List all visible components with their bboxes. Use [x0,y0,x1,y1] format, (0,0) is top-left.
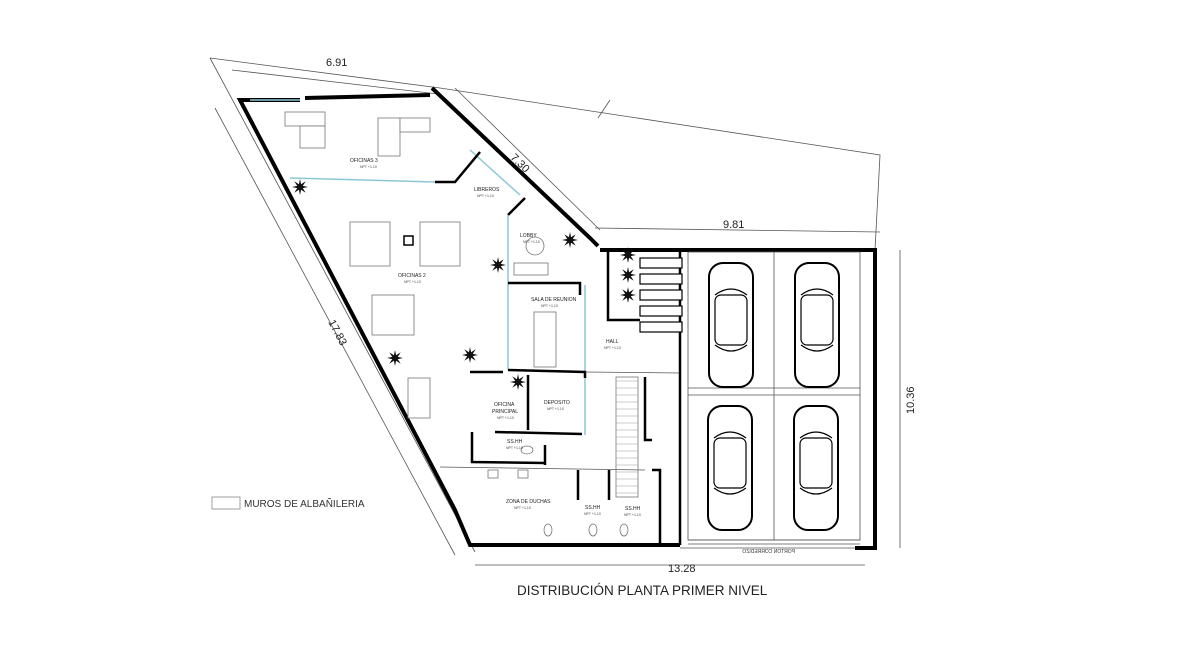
entry-steps [639,257,683,333]
plant-icon [510,374,526,390]
car [707,405,753,531]
label-sshh-1: SS.HH [507,439,523,445]
plant-icon [620,287,636,303]
car [793,405,839,531]
label-sala-reunion: SALA DE REUNION [531,297,577,303]
gate-label: PORTON CORREDIZO [742,549,795,555]
step [639,273,683,285]
stairs [615,376,639,498]
parked-cars [707,262,840,531]
step [639,289,683,301]
plant-icon [562,232,578,248]
npt-label: NPT +1.10 [541,304,558,308]
legend-label: MUROS DE ALBAÑILERIA [244,497,365,510]
npt-label: NPT +1.10 [404,280,421,284]
drawing-title: DISTRIBUCIÓN PLANTA PRIMER NIVEL [517,583,768,598]
label-hall: HALL [606,339,619,345]
plant-icon [462,347,478,363]
npt-label: NPT +1.10 [497,416,514,420]
plant-icon [620,247,636,263]
label-oficina: OFICINA [494,402,515,408]
site-boundary [209,57,881,553]
room-labels: OFICINAS 3 LIBREROS LOBBY OFICINAS 2 SAL… [350,158,641,512]
legend-swatch [211,496,241,510]
plants [292,179,636,390]
label-oficinas3: OFICINAS 3 [350,158,378,164]
furniture [284,111,629,537]
npt-label: NPT +1.10 [624,513,641,517]
step [639,257,683,269]
dim-bottom: 13.28 [668,563,696,575]
dim-left: 17.83 [325,318,349,348]
level-labels: NPT +1.10 NPT +1.10 NPT +1.10 NPT +1.10 … [360,165,641,517]
npt-label: NPT +1.10 [360,165,377,169]
plant-icon [292,179,308,195]
plant-icon [620,267,636,283]
step [639,305,683,317]
car [794,262,840,388]
dim-diagonal: 7.30 [508,152,532,176]
label-lobby: LOBBY [520,233,537,239]
interior-walls [289,151,682,545]
dim-right: 10.36 [905,386,917,414]
dim-right-top: 9.81 [723,219,744,231]
exterior-walls [236,86,877,550]
plant-icon [490,257,506,273]
npt-label: NPT +1.10 [514,506,531,510]
step [639,321,683,333]
npt-label: NPT +1.10 [604,346,621,350]
npt-label: NPT +1.10 [477,194,494,198]
car [708,262,754,388]
label-principal: PRINCIPAL [492,409,518,415]
npt-label: NPT +1.10 [584,512,601,516]
label-libreros: LIBREROS [474,187,500,193]
label-sshh-3: SS.HH [625,506,641,512]
label-zona-duchas: ZONA DE DUCHAS [506,499,551,505]
npt-label: NPT +1.10 [506,446,523,450]
npt-label: NPT +1.10 [523,240,540,244]
npt-label: NPT +1.10 [547,407,564,411]
label-sshh-2: SS.HH [585,505,601,511]
dim-top: 6.91 [326,57,347,69]
plant-icon [387,350,403,366]
label-deposito: DEPOSITO [544,400,570,406]
dimension-lines [214,69,901,566]
label-oficinas2: OFICINAS 2 [398,273,426,279]
parking-area [687,251,861,545]
